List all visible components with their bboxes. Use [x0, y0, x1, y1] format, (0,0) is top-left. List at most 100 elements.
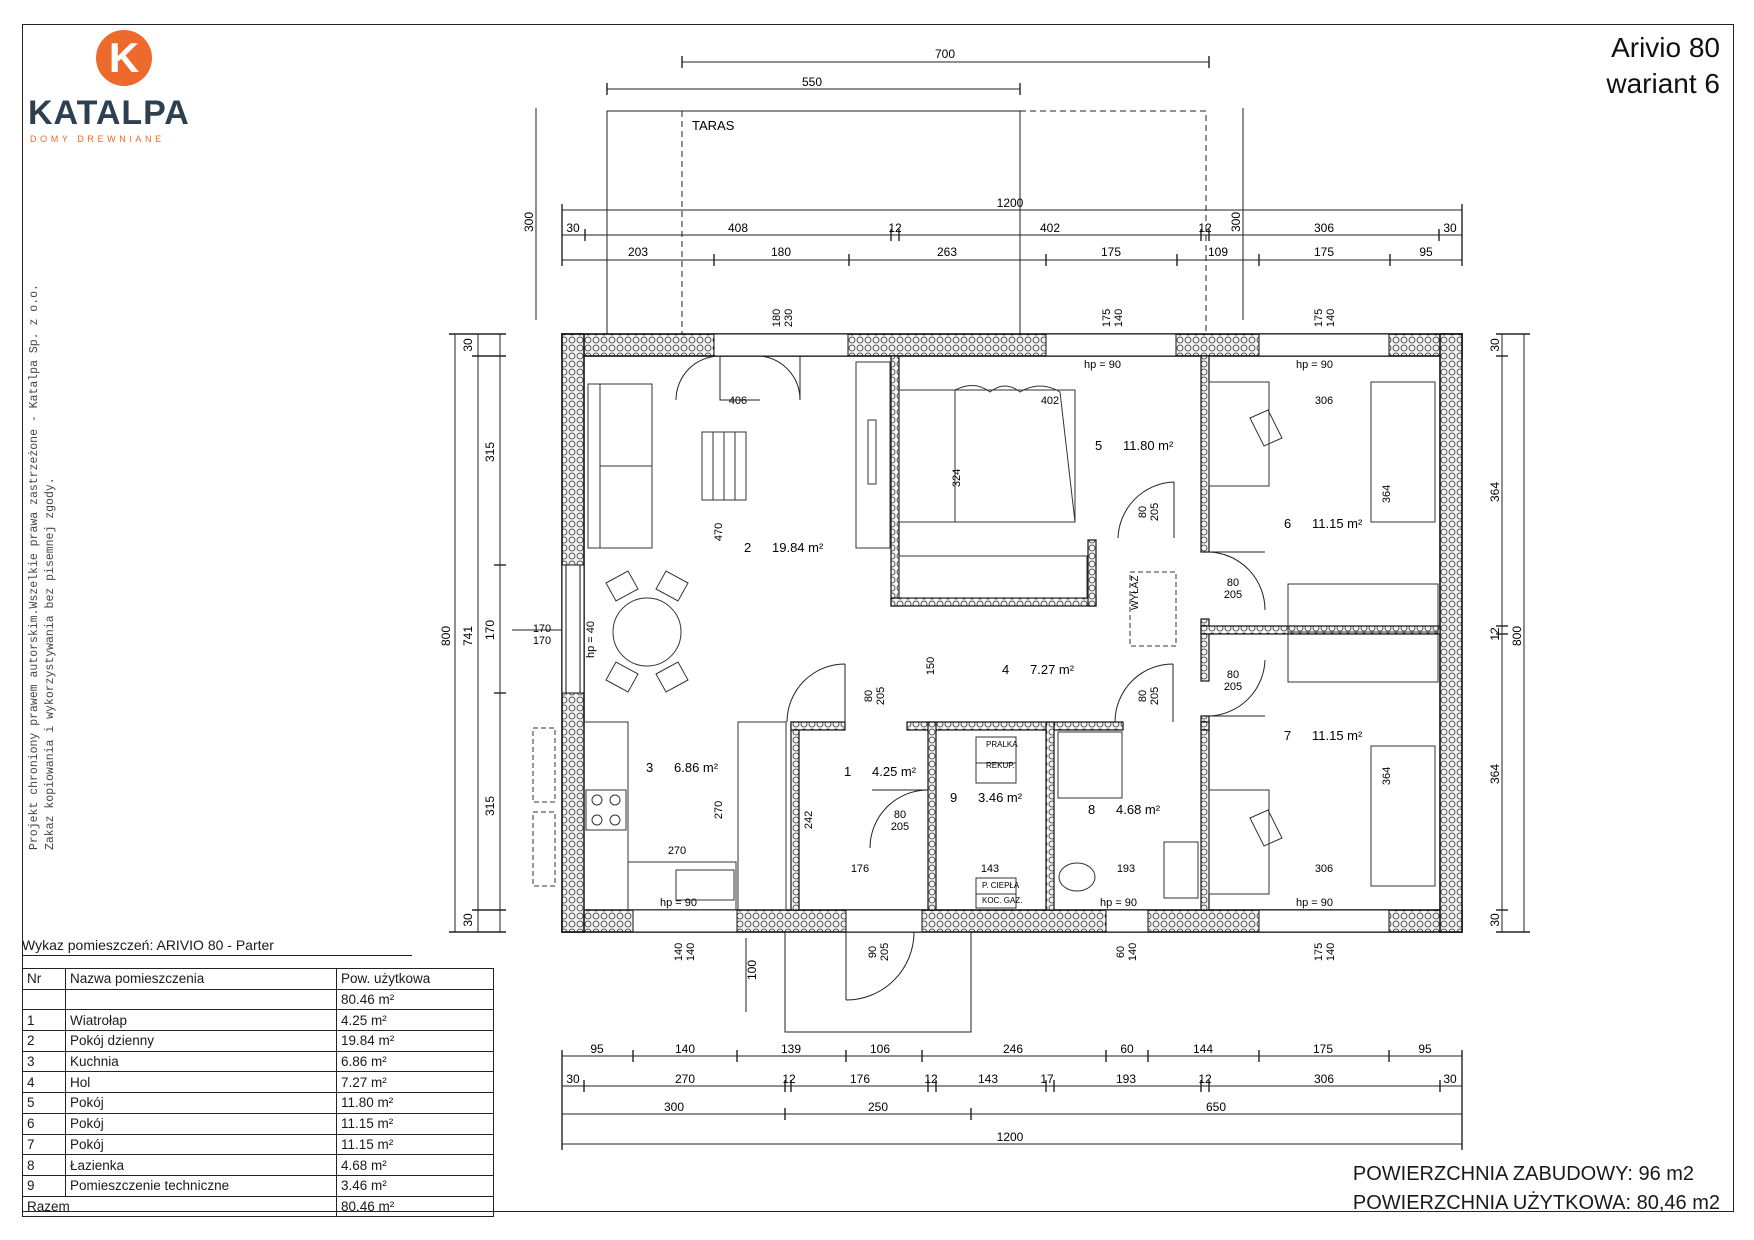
kitchen-furniture — [532, 721, 787, 911]
svg-text:364: 364 — [1381, 767, 1393, 785]
svg-text:106: 106 — [870, 1042, 890, 1056]
dimension-lines-bottom — [562, 1055, 1462, 1145]
svg-text:270: 270 — [675, 1072, 695, 1086]
usable-area: POWIERZCHNIA UŻYTKOWA: 80,46 m2 — [1352, 1192, 1720, 1214]
dim-column-right: 30 364 12 364 30 800 — [1488, 338, 1524, 927]
svg-text:315: 315 — [483, 442, 497, 462]
logo-name: KATALPA — [28, 94, 190, 132]
svg-text:109: 109 — [1208, 245, 1228, 259]
room-schedule-underline — [22, 955, 412, 956]
svg-text:470: 470 — [713, 523, 725, 541]
svg-text:246: 246 — [1003, 1042, 1023, 1056]
table-row: 1 Wiatrołap 4.25 m² — [22, 1009, 494, 1032]
svg-text:800: 800 — [1510, 626, 1524, 646]
room-9-nr: 9 — [950, 790, 957, 805]
table-row: 3 Kuchnia 6.86 m² — [22, 1050, 494, 1073]
room-6-area: 11.15 m² — [1312, 516, 1363, 531]
table-row: 9 Pomieszczenie techniczne 3.46 m² — [22, 1174, 494, 1197]
svg-text:193: 193 — [1117, 863, 1135, 875]
svg-text:175: 175 — [1313, 1042, 1333, 1056]
dim-row-top-a: 30 408 12 402 12 306 30 — [566, 221, 1457, 235]
table-total-label: Razem — [22, 1195, 337, 1218]
dim-550: 550 — [802, 75, 822, 89]
svg-text:140: 140 — [1325, 943, 1337, 961]
area-summary: POWIERZCHNIA ZABUDOWY: 96 m2 POWIERZCHNI… — [1353, 1160, 1720, 1218]
room-9-area: 3.46 m² — [978, 790, 1023, 805]
svg-text:140: 140 — [1113, 309, 1125, 327]
project-variant: wariant 6 — [1606, 68, 1720, 99]
dim-terrace-300-right: 300 — [1229, 212, 1243, 232]
svg-text:250: 250 — [868, 1100, 888, 1114]
svg-text:800: 800 — [439, 626, 453, 646]
svg-text:12: 12 — [888, 221, 902, 235]
table-row: 8 Łazienka 4.68 m² — [22, 1154, 494, 1176]
room-labels: 2 19.84 m² 5 11.80 m² 6 11.15 m² 4 7.27 … — [646, 438, 1363, 817]
dimension-lines-left — [454, 334, 562, 932]
svg-text:60: 60 — [1120, 1042, 1134, 1056]
interior-walls — [790, 355, 1441, 911]
entrance-steps — [745, 931, 972, 1033]
svg-text:205: 205 — [1149, 503, 1161, 521]
svg-text:95: 95 — [1419, 245, 1433, 259]
svg-text:12: 12 — [1488, 627, 1502, 641]
dim-terrace-300: 300 — [522, 212, 536, 232]
table-header-row: Nr Nazwa pomieszczenia Pow. użytkowa — [22, 968, 494, 990]
heat-pump-label: P. CIEPŁA — [982, 881, 1020, 890]
svg-text:30: 30 — [461, 338, 475, 352]
room-5-nr: 5 — [1095, 438, 1102, 453]
header-area: Pow. użytkowa — [336, 968, 494, 990]
svg-text:175: 175 — [1101, 309, 1113, 327]
room-3-area: 6.86 m² — [674, 760, 719, 775]
svg-text:30: 30 — [1488, 913, 1502, 927]
svg-text:306: 306 — [1314, 221, 1334, 235]
svg-text:17: 17 — [1040, 1072, 1054, 1086]
window-170-a: 170 — [533, 623, 551, 635]
table-total-row: Razem 80.46 m² — [22, 1195, 494, 1218]
svg-text:12: 12 — [782, 1072, 796, 1086]
inner-dimension-labels-vertical: 470 324 364 364 150 270 242 — [713, 469, 1393, 829]
svg-text:180: 180 — [771, 309, 783, 327]
svg-text:80: 80 — [1137, 690, 1149, 702]
room-7-nr: 7 — [1284, 728, 1291, 743]
svg-text:402: 402 — [1041, 395, 1059, 407]
svg-text:140: 140 — [673, 943, 685, 961]
opening-size-labels: 180 230 175 140 175 140 140 140 90 205 6… — [673, 309, 1337, 961]
svg-text:95: 95 — [590, 1042, 604, 1056]
svg-text:30: 30 — [461, 913, 475, 927]
logo-letter: K — [108, 34, 140, 81]
svg-text:175: 175 — [1313, 309, 1325, 327]
inner-dimension-labels: 406 402 306 306 270 176 143 193 — [668, 395, 1333, 875]
table-row: 4 Hol 7.27 m² — [22, 1071, 494, 1094]
svg-text:402: 402 — [1040, 221, 1060, 235]
gas-boiler-label: KOC. GAZ. — [982, 896, 1022, 905]
svg-text:242: 242 — [803, 811, 815, 829]
dimension-lines-right — [1501, 334, 1525, 932]
svg-text:205: 205 — [1224, 681, 1242, 693]
svg-text:175: 175 — [1101, 245, 1121, 259]
sill-height-40: hp = 40 — [585, 621, 597, 658]
hatch-label: WYŁAZ — [1130, 576, 1141, 610]
svg-text:230: 230 — [783, 309, 795, 327]
svg-text:80: 80 — [1227, 669, 1239, 681]
room-1-nr: 1 — [844, 764, 851, 779]
dim-row-bottom-a: 95 140 139 106 246 60 144 175 95 — [590, 1042, 1432, 1056]
svg-text:143: 143 — [981, 863, 999, 875]
svg-text:80: 80 — [894, 809, 906, 821]
bedroom-6-7-furniture — [1208, 381, 1439, 895]
sheet-frame — [22, 24, 1734, 1212]
svg-text:306: 306 — [1315, 395, 1333, 407]
svg-text:140: 140 — [685, 943, 697, 961]
dim-100: 100 — [745, 960, 759, 980]
equipment-labels: PRALKA REKUP. P. CIEPŁA KOC. GAZ. — [982, 740, 1022, 905]
table-row: 7 Pokój 11.15 m² — [22, 1133, 494, 1156]
dim-row-bottom-b: 30 270 12 176 12 143 17 193 12 306 30 — [566, 1072, 1457, 1086]
svg-text:205: 205 — [1149, 687, 1161, 705]
svg-text:324: 324 — [951, 469, 963, 487]
svg-text:364: 364 — [1381, 485, 1393, 503]
svg-text:306: 306 — [1314, 1072, 1334, 1086]
svg-text:12: 12 — [924, 1072, 938, 1086]
svg-text:60: 60 — [1115, 946, 1127, 958]
project-model: Arivio 80 — [1611, 32, 1720, 63]
dim-row-bottom-c: 300 250 650 — [664, 1100, 1226, 1114]
dim-row-top-b: 203 180 263 175 109 175 95 — [628, 245, 1433, 259]
